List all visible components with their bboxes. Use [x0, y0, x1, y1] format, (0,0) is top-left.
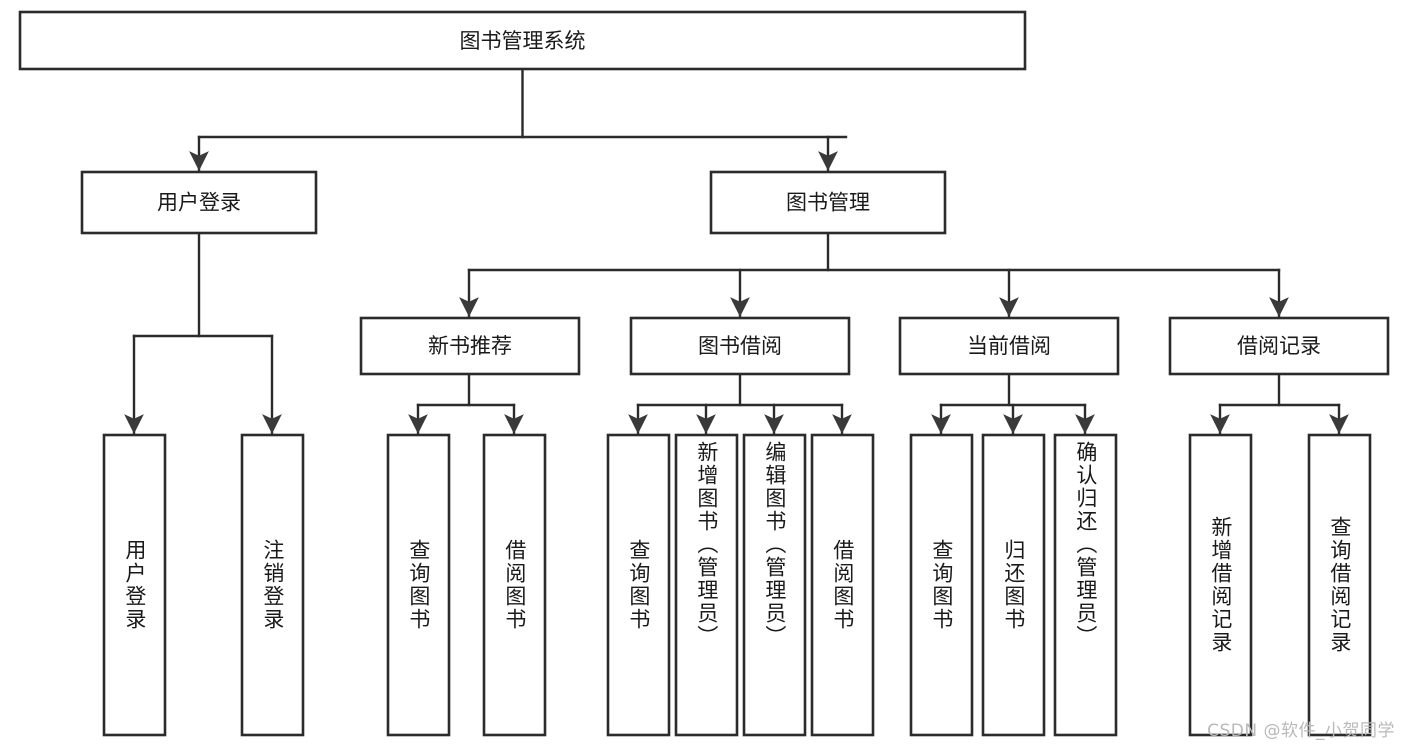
node-new-book-rec-label: 新书推荐 — [428, 334, 512, 358]
node-current-borrow-label: 当前借阅 — [967, 334, 1051, 358]
leaf-query-book-1-box[interactable] — [386, 433, 451, 737]
leaf-user-logout-box[interactable] — [240, 433, 305, 737]
leaf-boxes-group — [102, 433, 1372, 737]
node-book-manage-label: 图书管理 — [786, 191, 870, 215]
leaf-user-login-box[interactable] — [102, 433, 167, 737]
node-root-label: 图书管理系统 — [460, 29, 586, 53]
leaf-edit-book-box[interactable] — [742, 433, 807, 737]
connector-group-book-manage — [459, 231, 1289, 318]
leaf-add-record-box[interactable] — [1188, 433, 1253, 737]
node-book-borrow-box[interactable] — [629, 316, 851, 376]
node-borrow-record-box[interactable] — [1168, 316, 1390, 376]
node-book-manage-box[interactable] — [709, 170, 947, 235]
connector-group-new-book-rec — [408, 372, 524, 435]
connector-group-book-borrow — [628, 372, 852, 435]
node-current-borrow[interactable]: 当前借阅 — [898, 316, 1120, 376]
leaf-query-book-2-box[interactable] — [606, 433, 671, 737]
leaf-query-record-box[interactable] — [1307, 433, 1372, 737]
leaf-return-book-box[interactable] — [981, 433, 1046, 737]
node-root-box[interactable] — [18, 10, 1027, 71]
node-book-borrow-label: 图书借阅 — [698, 334, 782, 358]
node-current-borrow-box[interactable] — [898, 316, 1120, 376]
leaf-query-book-3-box[interactable] — [909, 433, 974, 737]
node-book-borrow[interactable]: 图书借阅 — [629, 316, 851, 376]
node-root[interactable]: 图书管理系统 — [18, 10, 1027, 71]
leaf-borrow-book-2-box[interactable] — [810, 433, 875, 737]
connector-group-user-login — [124, 231, 282, 435]
node-user-login-box[interactable] — [80, 170, 318, 235]
leaf-borrow-book-1-box[interactable] — [482, 433, 547, 737]
node-borrow-record[interactable]: 借阅记录 — [1168, 316, 1390, 376]
connector-group-borrow-record — [1210, 372, 1349, 435]
connector-group-root — [189, 67, 848, 172]
leaf-confirm-return-box[interactable] — [1053, 433, 1118, 737]
csdn-watermark: CSDN @软件_小贺同学 — [1207, 721, 1395, 741]
node-borrow-record-label: 借阅记录 — [1237, 334, 1321, 358]
leaf-add-book-box[interactable] — [674, 433, 739, 737]
node-new-book-rec[interactable]: 新书推荐 — [359, 316, 581, 376]
node-new-book-rec-box[interactable] — [359, 316, 581, 376]
node-user-login[interactable]: 用户登录 — [80, 170, 318, 235]
node-book-manage[interactable]: 图书管理 — [709, 170, 947, 235]
node-user-login-label: 用户登录 — [157, 191, 241, 215]
connector-group-current-borrow — [931, 372, 1095, 435]
